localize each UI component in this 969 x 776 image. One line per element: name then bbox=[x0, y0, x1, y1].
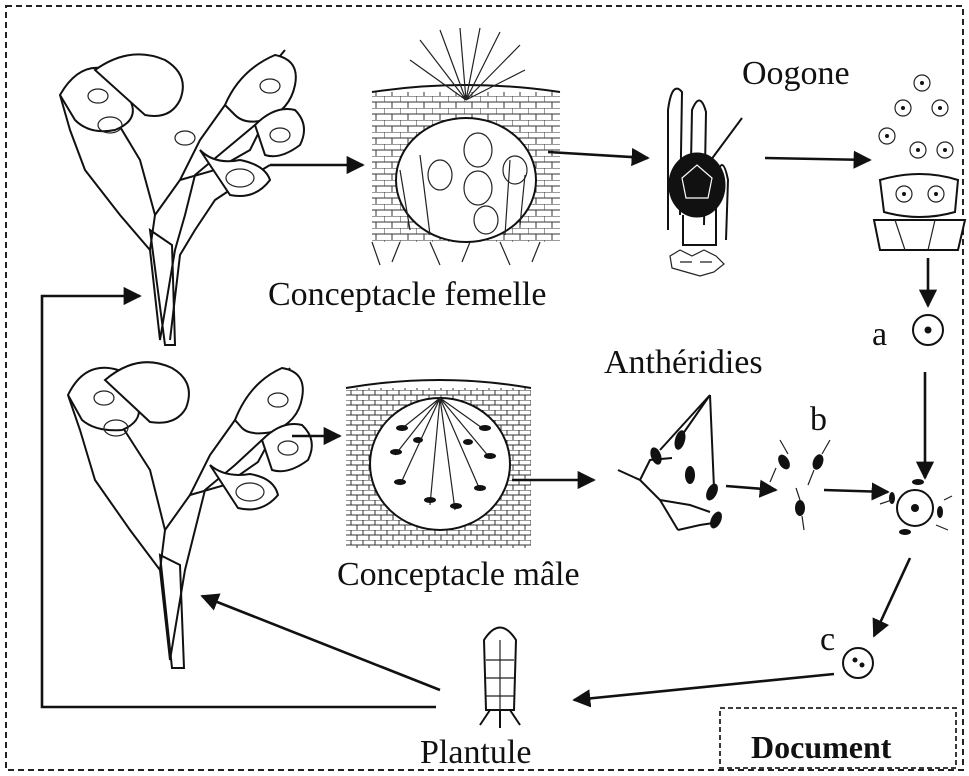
egg-release bbox=[874, 75, 965, 250]
fertilisation bbox=[880, 479, 952, 535]
plantule bbox=[480, 628, 520, 729]
egg-a bbox=[913, 315, 943, 345]
document-box: Document bbox=[720, 708, 956, 768]
label-conceptacle-male: Conceptacle mâle bbox=[337, 556, 580, 593]
antheridia bbox=[618, 395, 724, 530]
label-antheridies: Anthéridies bbox=[604, 344, 763, 381]
female-conceptacle bbox=[372, 28, 560, 265]
oogonium bbox=[668, 89, 742, 276]
label-conceptacle-femelle: Conceptacle femelle bbox=[268, 276, 546, 313]
label-b: b bbox=[810, 401, 827, 438]
label-plantule: Plantule bbox=[420, 734, 531, 771]
label-c: c bbox=[820, 621, 835, 658]
label-a: a bbox=[872, 316, 887, 353]
sperm-b bbox=[770, 440, 830, 530]
zygote-c bbox=[843, 648, 873, 678]
male-conceptacle bbox=[346, 380, 531, 548]
male-thallus bbox=[68, 362, 312, 668]
document-title: Document bbox=[751, 729, 892, 765]
label-oogone: Oogone bbox=[742, 55, 850, 92]
